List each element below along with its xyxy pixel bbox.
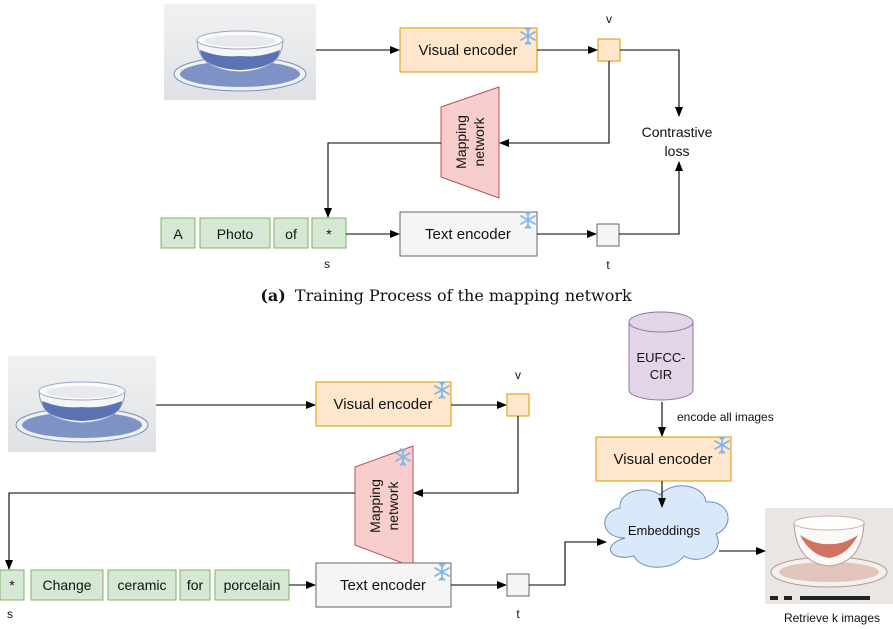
arrows-bottom (5, 401, 766, 589)
retrieve-k-label: Retrieve k images (784, 611, 880, 625)
t-embedding-top (596, 223, 620, 247)
eufcc-cir-database: EUFCC- CIR (628, 311, 694, 401)
v-embedding-bottom (506, 393, 530, 417)
token-placeholder: * (9, 577, 15, 593)
token: Photo (217, 226, 254, 242)
svg-text:Visual encoder: Visual encoder (334, 396, 433, 413)
prompt-tokens-top: A Photo of * (160, 217, 347, 249)
t-label-top: t (606, 258, 610, 272)
svg-text:network: network (471, 116, 487, 166)
svg-text:Embeddings: Embeddings (628, 523, 701, 538)
visual-encoder-top: Visual encoder (399, 27, 538, 73)
svg-text:network: network (385, 480, 401, 530)
token: for (187, 577, 204, 593)
contrastive-loss-line2: loss (665, 143, 690, 159)
token: porcelain (224, 577, 281, 593)
svg-text:EUFCC-: EUFCC- (636, 350, 685, 365)
text-encoder-bottom: Text encoder (315, 562, 452, 608)
arrows-top (316, 46, 683, 238)
mapping-network-bottom: Mapping network (354, 445, 414, 568)
visual-encoder-bottom: Visual encoder (315, 381, 452, 427)
embeddings-cloud: Embeddings (604, 485, 729, 568)
t-label-bottom: t (516, 607, 520, 621)
mapping-network-top: Mapping network (440, 86, 500, 199)
token: of (285, 226, 297, 242)
v-embedding-top (597, 38, 621, 62)
text-encoder-top: Text encoder (399, 211, 538, 257)
token: ceramic (117, 577, 166, 593)
input-image-bowl-top (164, 4, 316, 100)
token: A (173, 226, 183, 242)
s-label-top: s (324, 257, 330, 271)
prompt-tokens-bottom: * Change ceramic for porcelain (0, 569, 290, 601)
v-label-bottom: v (515, 368, 521, 382)
visual-encoder-top-label: Visual encoder (419, 42, 518, 59)
token-placeholder: * (326, 226, 332, 242)
svg-text:Text encoder: Text encoder (425, 226, 511, 243)
svg-text:Visual encoder: Visual encoder (614, 451, 713, 468)
input-image-bowl-bottom (8, 356, 156, 452)
retrieved-image-cup (765, 508, 893, 604)
token: Change (42, 577, 91, 593)
t-embedding-bottom (506, 573, 530, 597)
svg-text:Text encoder: Text encoder (340, 577, 426, 594)
svg-text:Mapping: Mapping (453, 115, 469, 169)
figure-caption: (a) Training Process of the mapping netw… (260, 286, 632, 305)
visual-encoder-db: Visual encoder (595, 436, 732, 482)
v-label-top: v (606, 12, 612, 26)
encode-all-label: encode all images (677, 410, 774, 424)
svg-text:CIR: CIR (650, 367, 672, 382)
s-label-bottom: s (7, 607, 13, 621)
contrastive-loss-line1: Contrastive (642, 124, 713, 140)
svg-text:Mapping: Mapping (367, 479, 383, 533)
